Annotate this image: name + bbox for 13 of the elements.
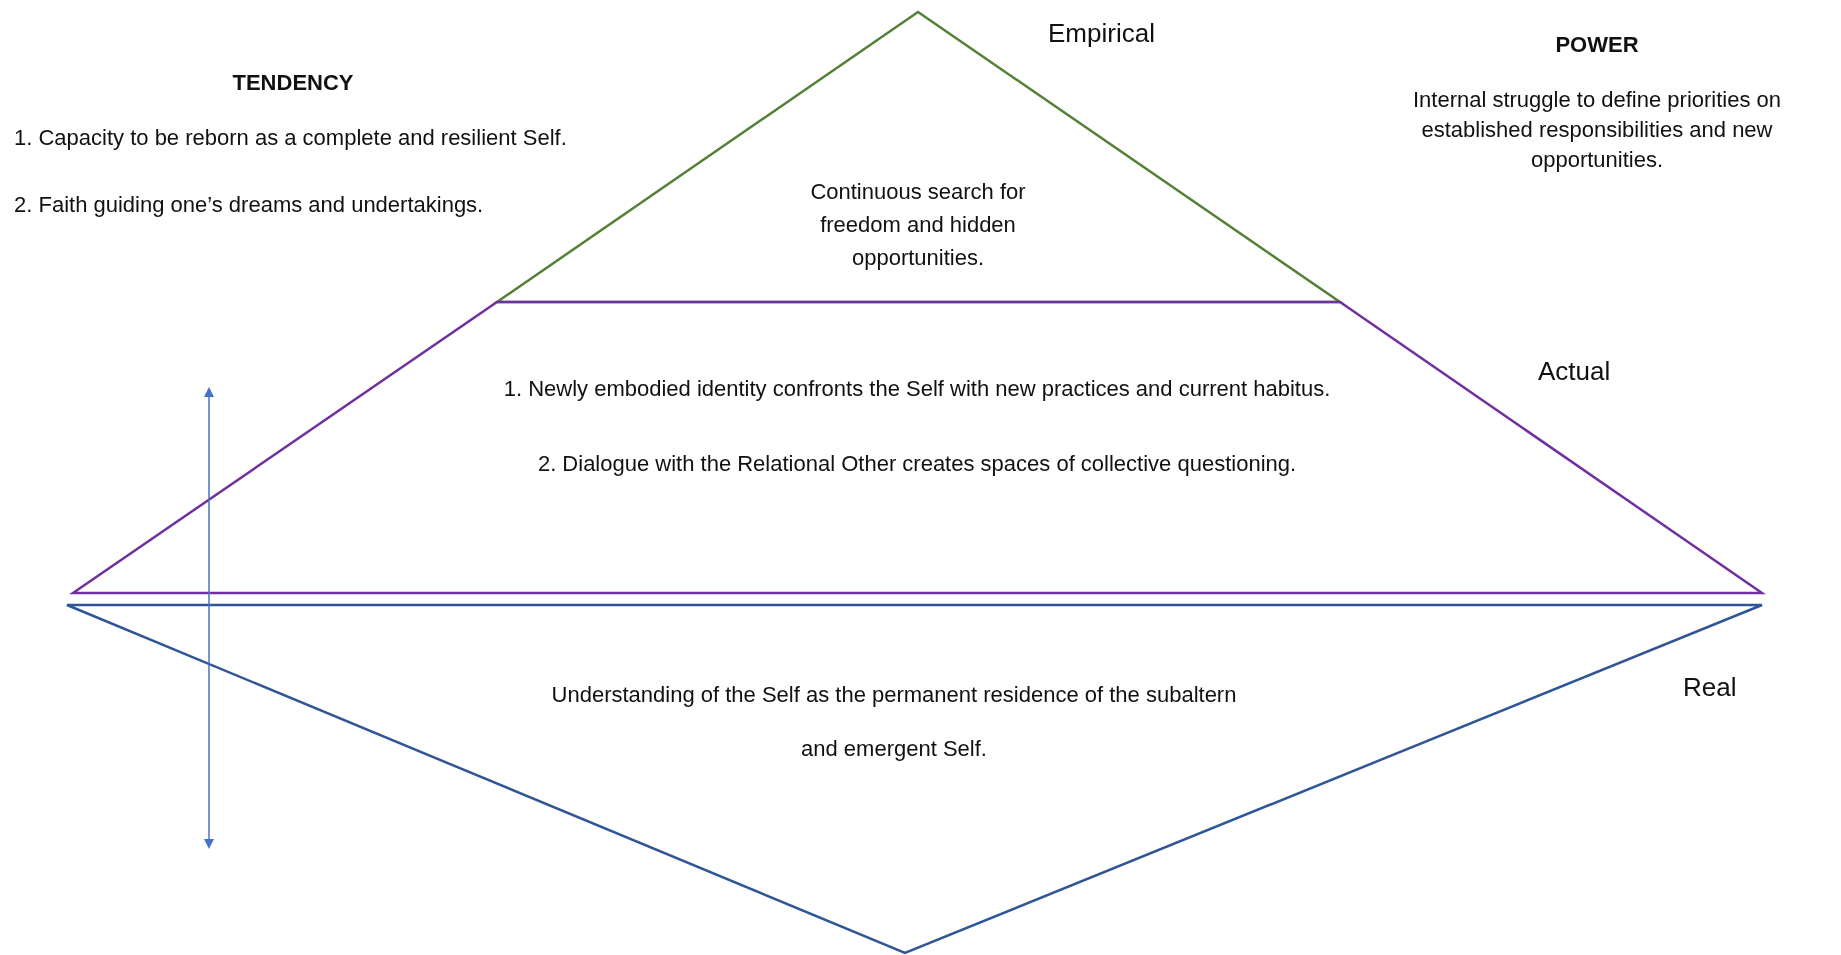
list-item: 1. Capacity to be reborn as a complete and resilient Self. bbox=[14, 124, 568, 152]
list-item: 2. Faith guiding one’s dreams and undertakings. bbox=[14, 191, 485, 219]
level-label: Empirical bbox=[1048, 18, 1155, 49]
level-label: Actual bbox=[1538, 356, 1611, 387]
shape-text: and emergent Self. bbox=[800, 735, 988, 763]
shape-text: Understanding of the Self as the permanent residence of the subaltern bbox=[550, 681, 1238, 709]
heading: TENDENCY bbox=[232, 70, 354, 96]
shape-text: 2. Dialogue with the Relational Other creates spaces of collective questioning. bbox=[536, 450, 1298, 478]
description-text: Internal struggle to define priorities on established responsibilities and new opportunities. bbox=[1411, 86, 1783, 174]
shape-text: Continuous search for freedom and hidden opportunities. bbox=[809, 178, 1027, 272]
heading: POWER bbox=[1555, 32, 1639, 58]
level-label: Real bbox=[1683, 672, 1737, 703]
shape-text: 1. Newly embodied identity confronts the Self with new practices and current habitus. bbox=[502, 375, 1332, 403]
